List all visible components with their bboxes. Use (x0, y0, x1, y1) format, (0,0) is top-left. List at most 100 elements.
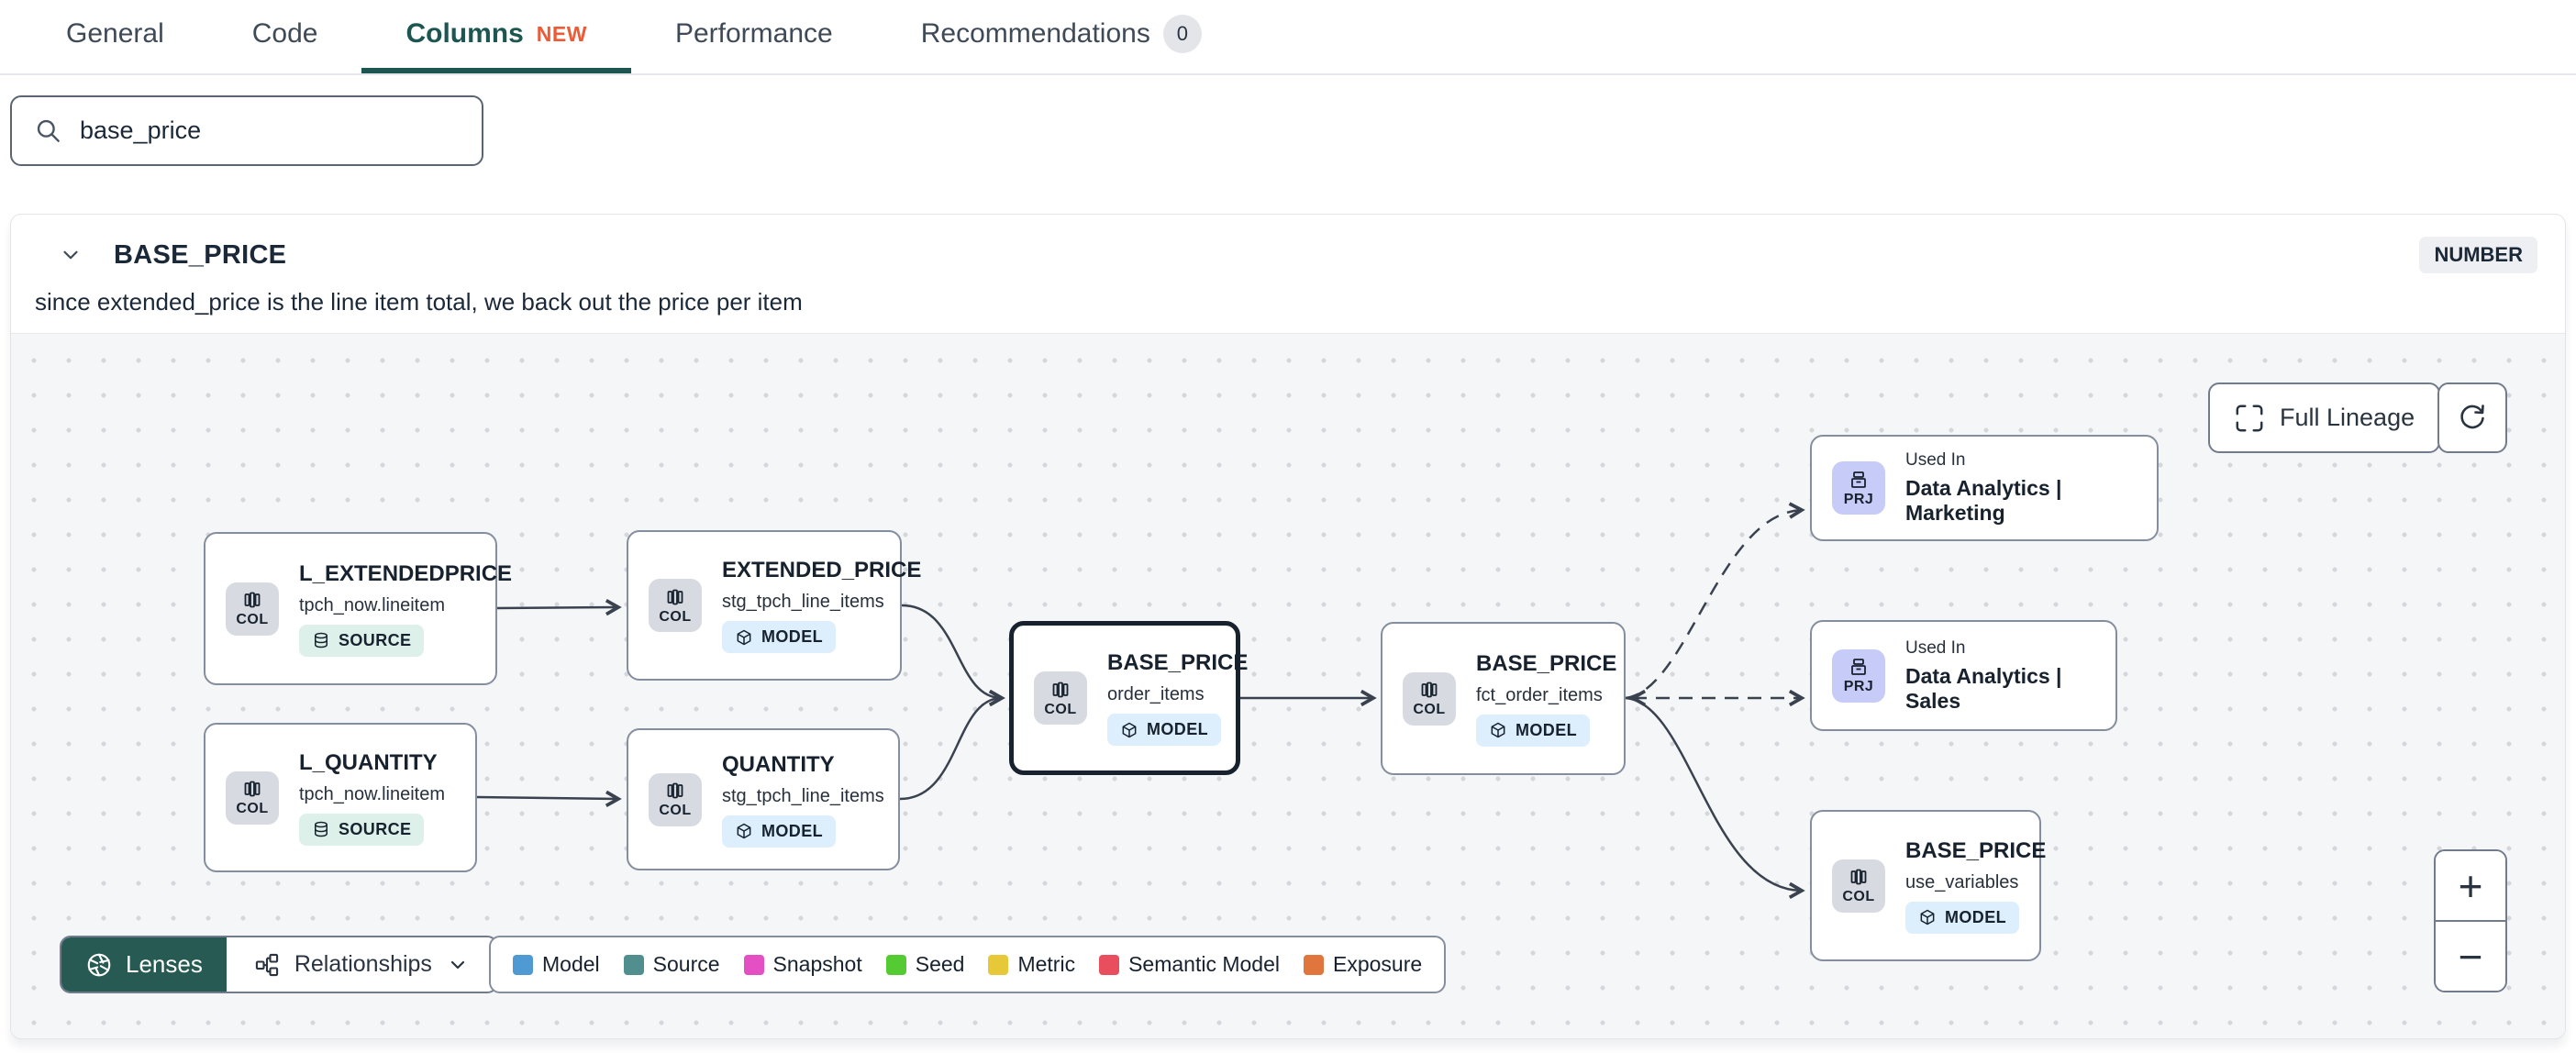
lenses-button[interactable]: Lenses (61, 937, 227, 992)
project-chip: PRJ (1832, 461, 1885, 515)
node-type-legend: Model Source Snapshot Seed Metric Semant… (489, 936, 1447, 993)
zoom-out-label: − (2458, 932, 2483, 981)
chip-label: COL (1413, 702, 1446, 717)
model-badge: MODEL (1107, 714, 1221, 746)
zoom-in-button[interactable]: + (2436, 851, 2505, 922)
legend-label: Seed (915, 952, 965, 976)
columns-icon (244, 781, 261, 797)
lineage-node-used-in-sales[interactable]: PRJ Used In Data Analytics | Sales (1810, 620, 2117, 731)
legend-swatch (988, 954, 1009, 975)
legend-swatch (743, 954, 764, 975)
lineage-node-l-extendedprice[interactable]: COL L_EXTENDEDPRICE tpch_now.lineitem SO… (204, 532, 512, 685)
search-input[interactable] (80, 116, 460, 145)
tab-performance[interactable]: Performance (631, 0, 877, 73)
project-name: Data Analytics | Sales (1905, 663, 2062, 713)
search-row (0, 75, 2576, 166)
tab-recommendations[interactable]: Recommendations 0 (877, 0, 1246, 73)
badge-label: SOURCE (339, 630, 412, 649)
lineage-node-quantity[interactable]: COL QUANTITY stg_tpch_line_items MODEL (627, 728, 900, 870)
tab-general-label: General (66, 18, 164, 49)
source-badge: SOURCE (299, 813, 425, 846)
legend-item-metric: Metric (988, 952, 1075, 977)
model-badge: MODEL (1476, 714, 1590, 747)
node-title: L_EXTENDEDPRICE (299, 560, 513, 586)
column-chip: COL (649, 579, 702, 632)
chip-label: PRJ (1843, 679, 1874, 694)
lineage-node-base-price-use-variables[interactable]: COL BASE_PRICE use_variables MODEL (1810, 810, 2046, 961)
legend-label: Exposure (1333, 952, 1423, 976)
node-title: BASE_PRICE (1107, 650, 1249, 675)
badge-label: MODEL (1147, 720, 1208, 738)
chip-label: COL (1044, 701, 1077, 717)
legend-swatch (623, 954, 644, 975)
tab-code[interactable]: Code (208, 0, 362, 73)
legend-item-source: Source (623, 952, 720, 977)
tab-columns[interactable]: Columns NEW (361, 0, 631, 73)
chip-label: COL (236, 801, 269, 816)
lenses-label: Lenses (126, 950, 203, 978)
node-texts: L_EXTENDEDPRICE tpch_now.lineitem SOURCE (299, 561, 530, 657)
node-title: BASE_PRICE (1476, 650, 1617, 676)
node-texts: BASE_PRICE use_variables MODEL (1905, 838, 2064, 934)
columns-icon (1850, 869, 1867, 885)
lineage-node-base-price-fct-order-items[interactable]: COL BASE_PRICE fct_order_items MODEL (1381, 622, 1626, 775)
archive-icon (1851, 659, 1866, 675)
chip-label: COL (659, 608, 692, 625)
chip-label: PRJ (1843, 491, 1874, 507)
node-texts: Used In Data Analytics | Marketing (1905, 450, 2157, 526)
legend-label: Source (652, 952, 720, 976)
legend-item-semantic-model: Semantic Model (1099, 952, 1280, 977)
project-name: Data Analytics | Marketing (1905, 476, 2062, 525)
chevron-down-icon[interactable] (59, 243, 83, 267)
zoom-out-button[interactable]: − (2436, 922, 2505, 991)
badge-label: MODEL (761, 627, 823, 646)
lineage-node-used-in-marketing[interactable]: PRJ Used In Data Analytics | Marketing (1810, 435, 2159, 541)
full-lineage-button[interactable]: Full Lineage (2208, 382, 2441, 453)
model-badge: MODEL (722, 815, 836, 848)
column-description: since extended_price is the line item to… (35, 288, 803, 316)
column-chip: COL (1403, 671, 1456, 726)
legend-item-exposure: Exposure (1304, 952, 1422, 977)
search-box[interactable] (10, 95, 483, 166)
model-badge: MODEL (722, 621, 836, 653)
tab-performance-label: Performance (674, 18, 833, 49)
zoom-in-label: + (2458, 861, 2483, 910)
lineage-node-l-quantity[interactable]: COL L_QUANTITY tpch_now.lineitem SOURCE (204, 723, 477, 872)
project-chip: PRJ (1832, 648, 1885, 703)
cube-icon (737, 823, 751, 839)
tab-bar: General Code Columns NEW Performance Rec… (0, 0, 2576, 75)
node-title: QUANTITY (722, 751, 835, 777)
tab-general[interactable]: General (22, 0, 208, 73)
refresh-button[interactable] (2437, 382, 2507, 453)
node-texts: EXTENDED_PRICE stg_tpch_line_items MODEL (722, 558, 939, 653)
cube-icon (737, 629, 751, 645)
lineage-node-base-price-order-items[interactable]: COL BASE_PRICE order_items MODEL (1009, 621, 1248, 775)
node-texts: BASE_PRICE fct_order_items MODEL (1476, 651, 1635, 747)
recommendations-count-badge: 0 (1162, 15, 1202, 53)
column-chip: COL (1034, 671, 1087, 725)
badge-label: SOURCE (339, 819, 412, 838)
database-icon (315, 632, 328, 648)
relationships-dropdown[interactable]: Relationships (227, 937, 496, 992)
full-lineage-label: Full Lineage (2280, 404, 2415, 431)
chevron-down-icon (450, 960, 465, 969)
node-subtitle: fct_order_items (1476, 684, 1603, 705)
model-badge: MODEL (1905, 901, 2019, 934)
column-chip: COL (226, 770, 279, 825)
relationships-label: Relationships (294, 951, 432, 977)
archive-icon (1851, 471, 1866, 488)
expand-icon (2236, 405, 2263, 431)
node-texts: BASE_PRICE order_items MODEL (1107, 650, 1266, 746)
columns-icon (244, 592, 261, 608)
lineage-canvas[interactable]: COL L_EXTENDEDPRICE tpch_now.lineitem SO… (11, 333, 2565, 1038)
node-subtitle: stg_tpch_line_items (722, 592, 884, 612)
lineage-edges (476, 502, 1805, 899)
chip-label: COL (1842, 889, 1875, 904)
badge-label: MODEL (1516, 720, 1577, 739)
lenses-toolbar: Lenses Relationships (60, 936, 498, 993)
legend-swatch (1304, 954, 1324, 975)
lineage-node-extended-price[interactable]: COL EXTENDED_PRICE stg_tpch_line_items M… (627, 530, 921, 681)
tab-code-label: Code (251, 18, 318, 49)
legend-swatch (513, 954, 533, 975)
legend-swatch (885, 954, 906, 975)
